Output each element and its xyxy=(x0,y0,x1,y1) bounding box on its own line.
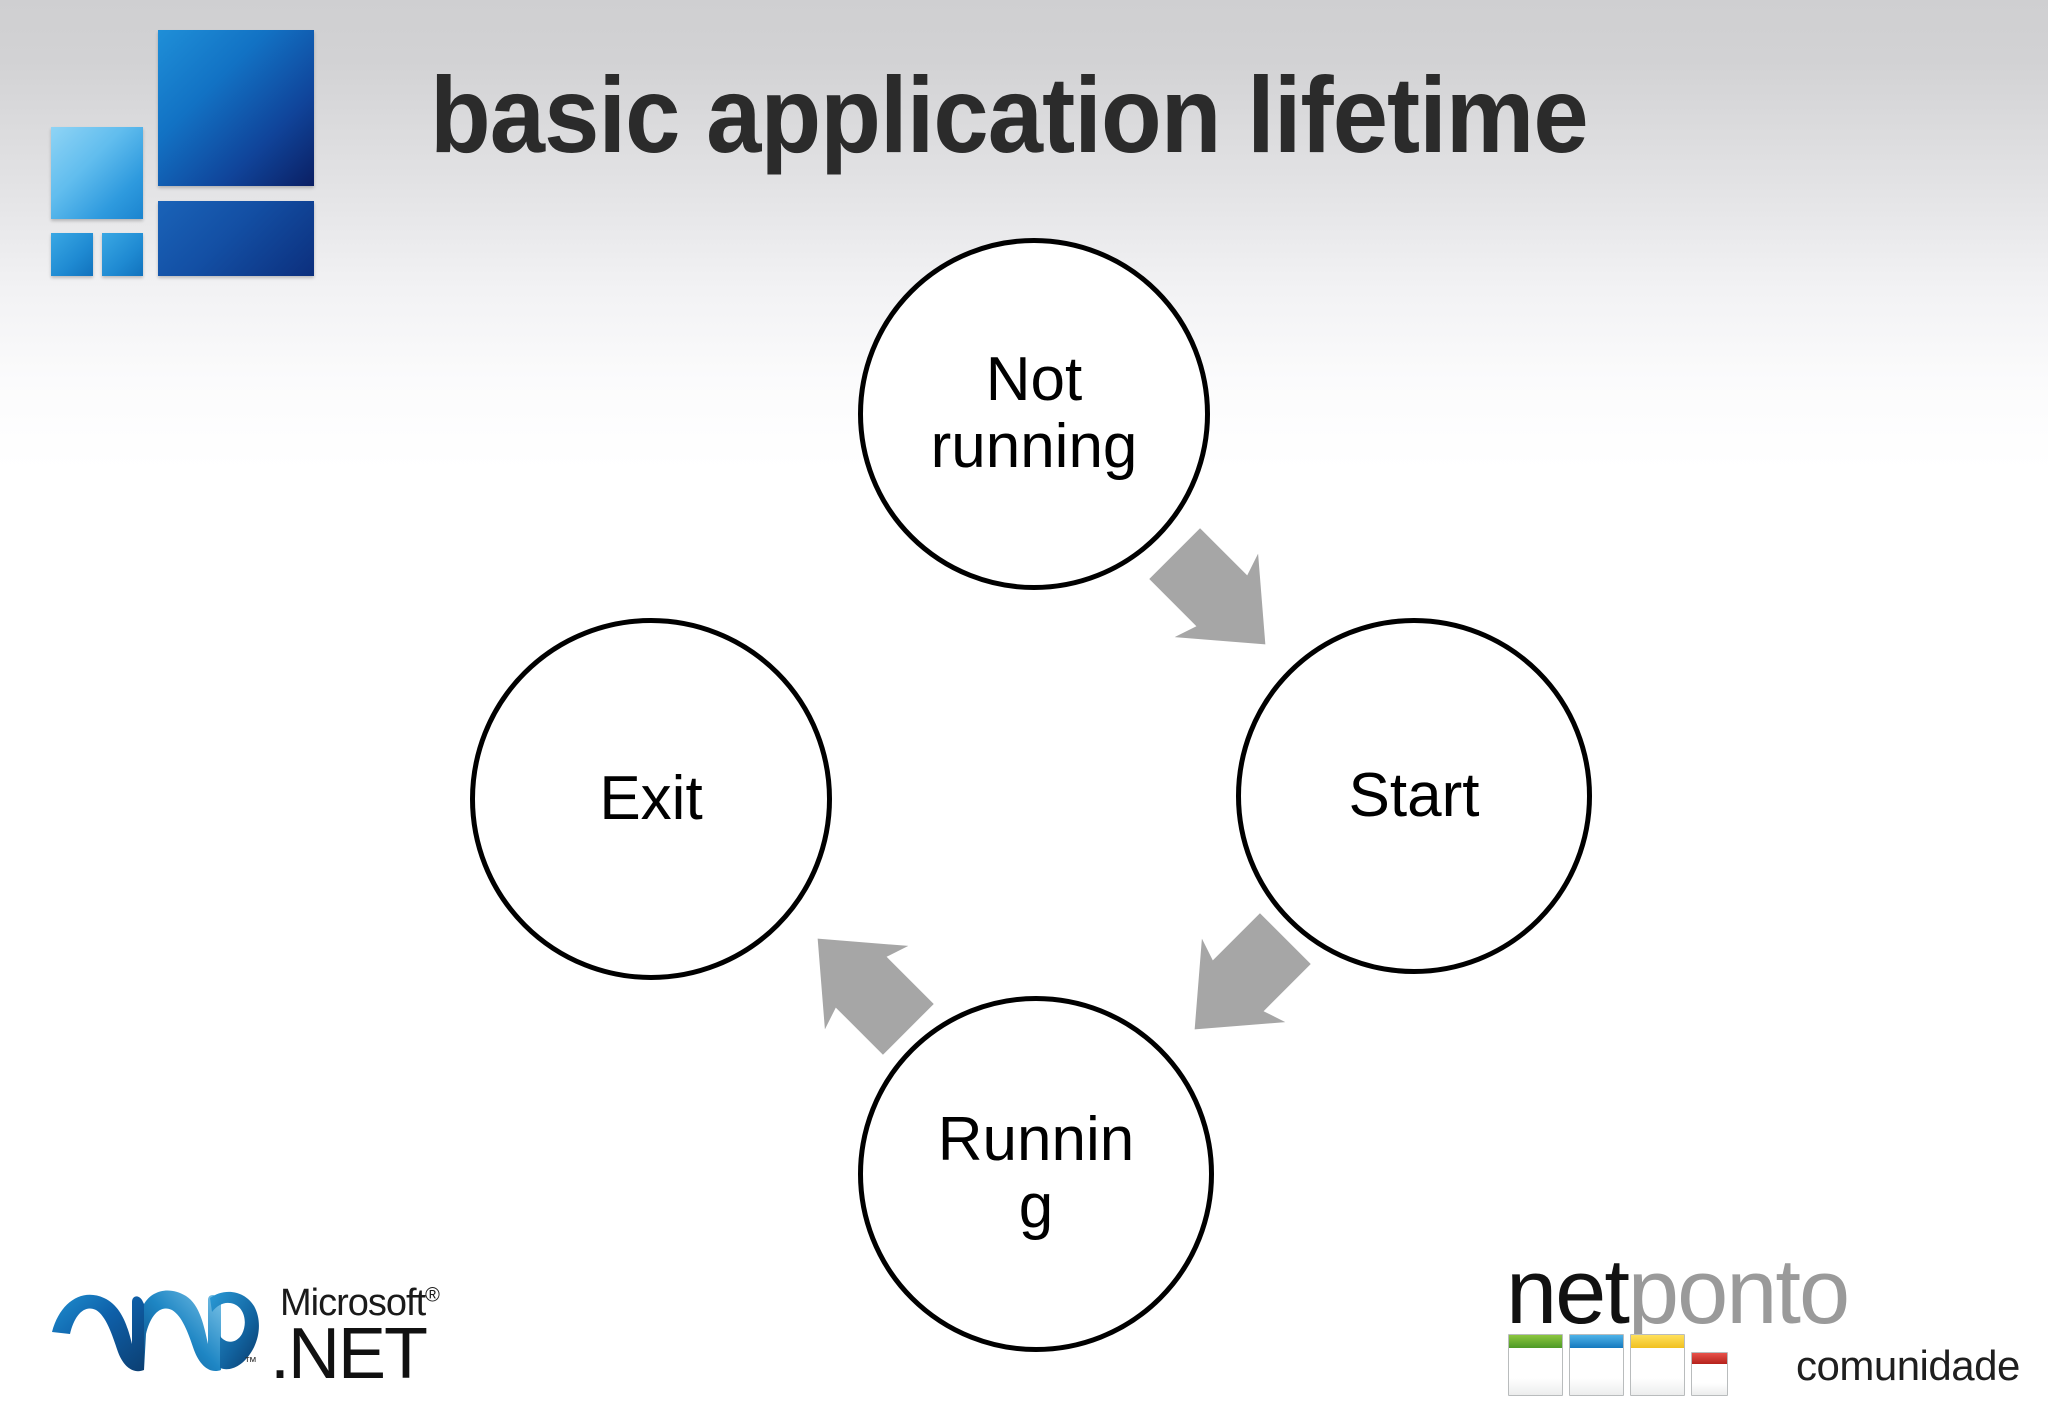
logo-tile-small-1 xyxy=(51,233,93,276)
netponto-square-red xyxy=(1691,1352,1728,1396)
logo-tile-small-2 xyxy=(102,233,143,276)
netponto-ponto-text: ponto xyxy=(1627,1241,1850,1343)
dotnet-tm-mark: ™ xyxy=(244,1354,257,1369)
page-title: basic application lifetime xyxy=(430,54,1589,175)
netponto-square-green xyxy=(1508,1334,1563,1396)
logo-tile-large xyxy=(158,30,314,186)
netponto-tagline: comunidade xyxy=(1796,1342,2020,1389)
arrow-icon-start-to-running xyxy=(1152,896,1327,1071)
state-node-start-label: Start xyxy=(1348,760,1480,830)
state-node-exit-label: Exit xyxy=(599,763,703,833)
netponto-wordmark: netponto xyxy=(1506,1246,1850,1338)
state-node-running[interactable]: Runnin g xyxy=(858,996,1214,1352)
state-node-running-label: Runnin g xyxy=(937,1105,1135,1241)
arrow-icon-not-running-to-start xyxy=(1132,511,1307,686)
arrow-icon-running-to-exit xyxy=(775,896,950,1071)
microsoft-dotnet-logo: ™ Microsoft® .NET xyxy=(48,1268,440,1396)
registered-mark: ® xyxy=(425,1284,440,1307)
state-node-start[interactable]: Start xyxy=(1236,618,1592,974)
netponto-square-yellow xyxy=(1630,1334,1685,1396)
netponto-square-blue xyxy=(1569,1334,1624,1396)
windows-tiles-logo xyxy=(44,30,314,290)
dotnet-microsoft-text: Microsoft® xyxy=(280,1282,440,1325)
state-node-exit[interactable]: Exit xyxy=(470,618,832,980)
logo-tile-medium xyxy=(51,127,143,219)
state-node-not-running-label: Not running xyxy=(930,345,1138,481)
dotnet-net-text: .NET xyxy=(270,1314,428,1394)
dotnet-microsoft-word: Microsoft xyxy=(280,1282,426,1324)
logo-tile-wide xyxy=(158,201,314,276)
netponto-net-text: net xyxy=(1506,1241,1630,1343)
state-node-not-running[interactable]: Not running xyxy=(858,238,1210,590)
netponto-logo: netponto comunidade xyxy=(1506,1246,2020,1406)
dotnet-swoosh-icon xyxy=(52,1290,259,1372)
netponto-squares-group xyxy=(1508,1334,1728,1396)
